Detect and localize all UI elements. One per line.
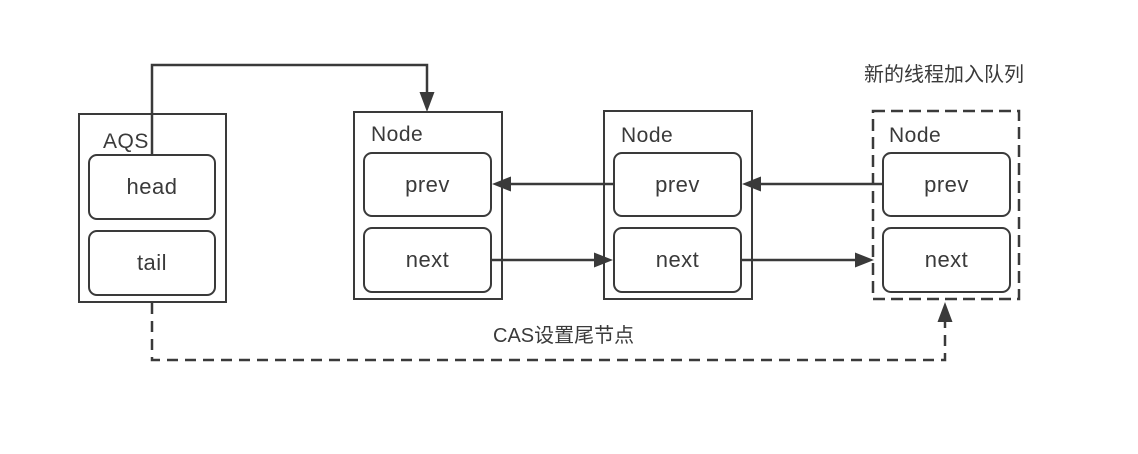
aqs-head-field: head — [88, 154, 216, 220]
cas-tail-dashed-arrow — [150, 302, 953, 362]
node1-box: Node prev next — [353, 111, 503, 300]
aqs-box: AQS head tail — [78, 113, 227, 303]
node2-next-field: next — [613, 227, 742, 293]
node3-prev-field: prev — [882, 152, 1011, 217]
head-to-node-arrow — [150, 63, 435, 154]
node1-title: Node — [371, 123, 424, 146]
node1-prev-field: prev — [363, 152, 492, 217]
prev-arrow-node2-to-node1 — [492, 176, 613, 192]
node2-title: Node — [621, 124, 674, 147]
new-thread-label: 新的线程加入队列 — [864, 64, 1024, 86]
aqs-tail-field: tail — [88, 230, 216, 296]
node2-box: Node prev next — [603, 110, 753, 300]
next-arrow-node1-to-node2 — [492, 252, 613, 268]
aqs-title: AQS — [103, 130, 149, 153]
new-node-dashed-border — [871, 109, 1021, 301]
node1-next-field: next — [363, 227, 492, 293]
node3-title: Node — [889, 124, 942, 147]
node2-prev-field: prev — [613, 152, 742, 217]
next-arrow-node2-to-node3 — [742, 252, 874, 268]
prev-arrow-node3-to-node2 — [742, 176, 882, 192]
node3-next-field: next — [882, 227, 1011, 293]
node3-box: Node prev next — [872, 110, 1020, 300]
cas-label: CAS设置尾节点 — [493, 325, 635, 347]
